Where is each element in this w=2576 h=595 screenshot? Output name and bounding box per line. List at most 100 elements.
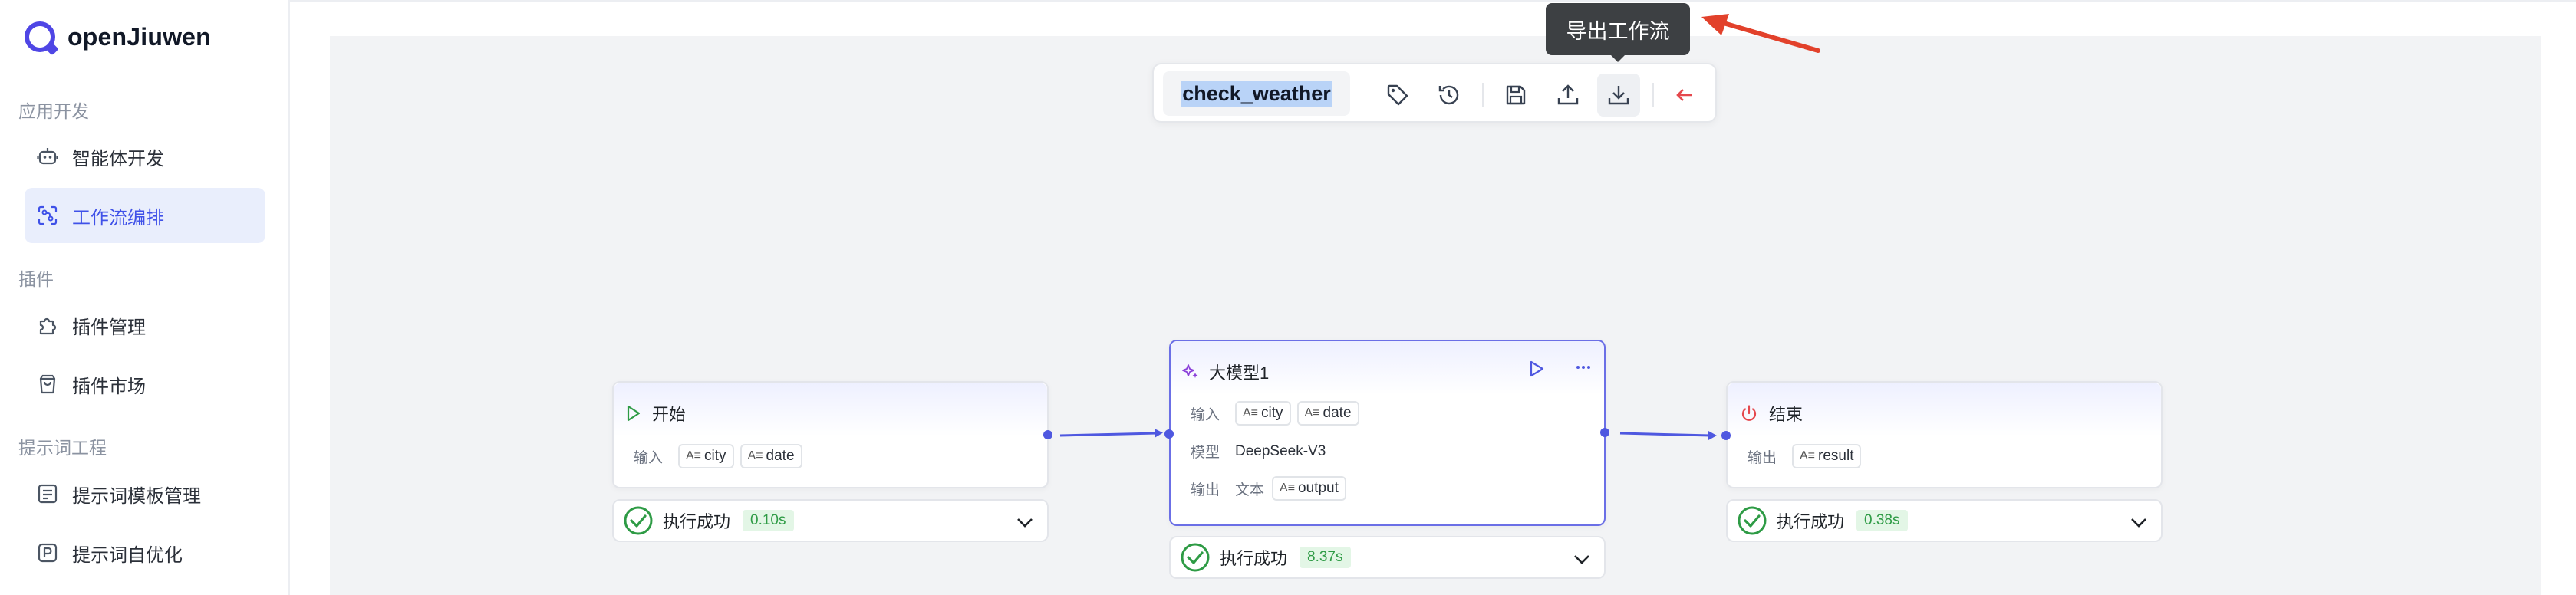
start-status-bar[interactable]: 执行成功 0.10s: [612, 499, 1049, 542]
toolbar-divider: [1482, 83, 1484, 107]
node-title: 结束: [1740, 401, 1803, 426]
status-text: 执行成功: [663, 512, 731, 531]
param-chip: A≡result: [1792, 444, 1862, 468]
node-inputs-row: 输入 A≡city A≡date: [1191, 401, 1365, 426]
top-border: [290, 0, 2576, 2]
param-chip: A≡city: [1235, 401, 1291, 426]
node-title: 大模型1: [1181, 360, 1269, 384]
workflow-edges: [1059, 429, 1717, 440]
shopping-bag-icon: [37, 373, 58, 395]
sidebar: openJiuwen 应用开发 智能体开发 工作流编排 插件 插件管理 插件市场…: [0, 0, 290, 595]
puzzle-icon: [37, 314, 58, 336]
text-type-icon: A≡: [747, 449, 763, 462]
upload-icon: [1556, 83, 1580, 107]
upload-button[interactable]: [1547, 74, 1589, 117]
chevron-down-icon[interactable]: [2129, 512, 2149, 532]
success-check-icon: [1737, 505, 1767, 536]
export-tooltip: 导出工作流: [1546, 3, 1690, 62]
workflow-name-field[interactable]: check_weather: [1163, 71, 1350, 116]
workflow-name: check_weather: [1181, 80, 1332, 107]
sidebar-item-agent-dev[interactable]: 智能体开发: [25, 129, 265, 184]
node-model-row: 模型 DeepSeek-V3: [1191, 441, 1326, 462]
node-title: 开始: [626, 401, 686, 426]
template-icon: [37, 483, 58, 505]
node-header: [614, 383, 1047, 436]
workflow-icon: [37, 205, 58, 226]
sidebar-item-label: 插件市场: [72, 376, 146, 397]
node-title-text: 结束: [1769, 405, 1804, 424]
output-type: 文本: [1235, 482, 1265, 498]
model-label: 模型: [1191, 445, 1220, 461]
text-type-icon: A≡: [1304, 406, 1320, 419]
workflow-toolbar: check_weather: [1152, 63, 1717, 123]
input-label: 输入: [634, 449, 664, 466]
tag-button[interactable]: [1376, 74, 1419, 117]
chevron-down-icon[interactable]: [1572, 549, 1592, 569]
prompt-optimize-icon: [37, 542, 58, 564]
app-name: openJiuwen: [68, 22, 211, 51]
node-inputs-row: 输入 A≡city A≡date: [634, 444, 809, 468]
section-title-prompt-eng: 提示词工程: [18, 438, 107, 458]
model-name: DeepSeek-V3: [1235, 442, 1326, 459]
end-node[interactable]: 结束 输出 A≡result: [1726, 381, 2163, 488]
logo-icon: [25, 21, 55, 52]
status-time-badge: 0.10s: [743, 510, 794, 531]
param-name: result: [1818, 448, 1854, 464]
sidebar-item-plugin-market[interactable]: 插件市场: [25, 357, 265, 412]
param-name: date: [1323, 405, 1352, 421]
back-button[interactable]: [1663, 74, 1706, 117]
back-arrow-icon: [1673, 84, 1696, 107]
sidebar-item-label: 提示词模板管理: [72, 485, 201, 507]
power-icon: [1740, 404, 1758, 422]
save-button[interactable]: [1494, 74, 1537, 117]
sidebar-item-plugin-manage[interactable]: 插件管理: [25, 298, 265, 353]
chevron-down-icon[interactable]: [1015, 512, 1035, 532]
tag-icon: [1385, 83, 1410, 107]
sidebar-item-label: 提示词自优化: [72, 544, 183, 566]
export-workflow-button[interactable]: [1597, 74, 1640, 117]
more-options-icon[interactable]: [1576, 364, 1591, 370]
toolbar-divider: [1652, 83, 1654, 107]
sparkle-icon: [1181, 363, 1200, 381]
param-name: city: [704, 448, 726, 464]
param-chip: A≡date: [1296, 401, 1359, 426]
start-output-port[interactable]: [1043, 430, 1052, 439]
sidebar-item-label: 智能体开发: [72, 148, 164, 169]
run-node-icon[interactable]: [1528, 360, 1545, 378]
save-icon: [1504, 83, 1528, 107]
annotation-arrow-icon: [1701, 14, 1820, 53]
end-input-port[interactable]: [1721, 431, 1731, 440]
llm-output-port[interactable]: [1600, 428, 1609, 437]
success-check-icon: [623, 505, 654, 536]
node-title-text: 开始: [652, 405, 687, 424]
start-node[interactable]: 开始 输入 A≡city A≡date: [612, 381, 1049, 488]
llm-node[interactable]: 大模型1 输入 A≡city A≡date 模型 DeepSeek-V3 输出 …: [1169, 340, 1606, 526]
status-text: 执行成功: [1777, 512, 1845, 531]
end-status-bar[interactable]: 执行成功 0.38s: [1726, 499, 2163, 542]
text-type-icon: A≡: [686, 449, 702, 462]
sidebar-item-label: 工作流编排: [72, 207, 164, 228]
param-chip: A≡date: [740, 444, 802, 468]
history-icon: [1437, 83, 1461, 107]
sidebar-item-label: 插件管理: [72, 317, 146, 338]
history-button[interactable]: [1428, 74, 1471, 117]
logo[interactable]: openJiuwen: [25, 21, 211, 52]
llm-status-bar[interactable]: 执行成功 8.37s: [1169, 536, 1606, 579]
param-chip: A≡output: [1272, 476, 1346, 501]
param-name: city: [1261, 405, 1283, 421]
text-type-icon: A≡: [1800, 449, 1816, 462]
output-label: 输出: [1748, 449, 1777, 466]
llm-input-port[interactable]: [1164, 429, 1174, 439]
status-time-badge: 8.37s: [1300, 547, 1351, 568]
robot-icon: [37, 146, 58, 167]
sidebar-item-prompt-template[interactable]: 提示词模板管理: [25, 466, 265, 521]
param-name: output: [1298, 480, 1339, 496]
play-icon: [626, 405, 641, 422]
input-label: 输入: [1191, 406, 1220, 423]
sidebar-item-workflow[interactable]: 工作流编排: [25, 188, 265, 243]
download-icon: [1606, 83, 1631, 107]
sidebar-item-prompt-optimize[interactable]: 提示词自优化: [25, 525, 265, 580]
text-type-icon: A≡: [1280, 482, 1296, 495]
node-title-text: 大模型1: [1209, 363, 1270, 383]
section-title-plugins: 插件: [18, 269, 54, 289]
